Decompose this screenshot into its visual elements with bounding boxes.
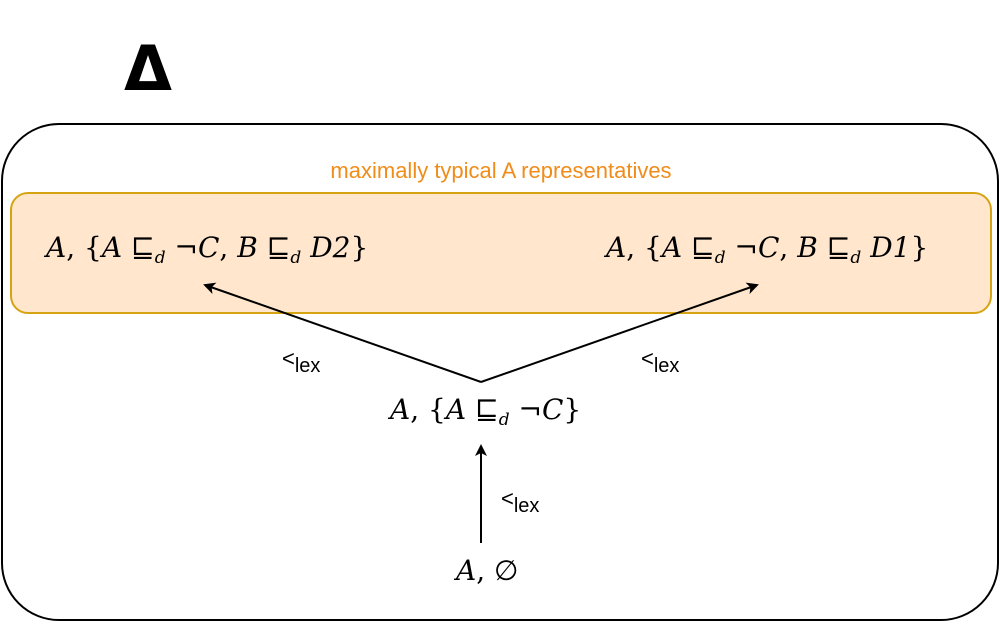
edge-label-left: <lex	[282, 346, 321, 377]
edge-label-right: <lex	[641, 346, 680, 377]
edge-mid-to-left	[203, 282, 482, 383]
edge-mid-to-right	[480, 282, 759, 383]
outer-container	[1, 123, 999, 621]
group-label: maximally typical A representatives	[330, 158, 672, 183]
node-left-representative: A, {A ⊑d ¬C, B ⊑d D2}	[46, 231, 369, 268]
typical-representatives-group	[10, 192, 992, 314]
edge-label-bottom: <lex	[501, 486, 540, 517]
node-middle: A, {A ⊑d ¬C}	[390, 393, 582, 430]
delta-symbol: Δ	[124, 32, 172, 105]
node-bottom: A, ∅	[456, 554, 519, 587]
node-right-representative: A, {A ⊑d ¬C, B ⊑d D1}	[606, 231, 929, 268]
